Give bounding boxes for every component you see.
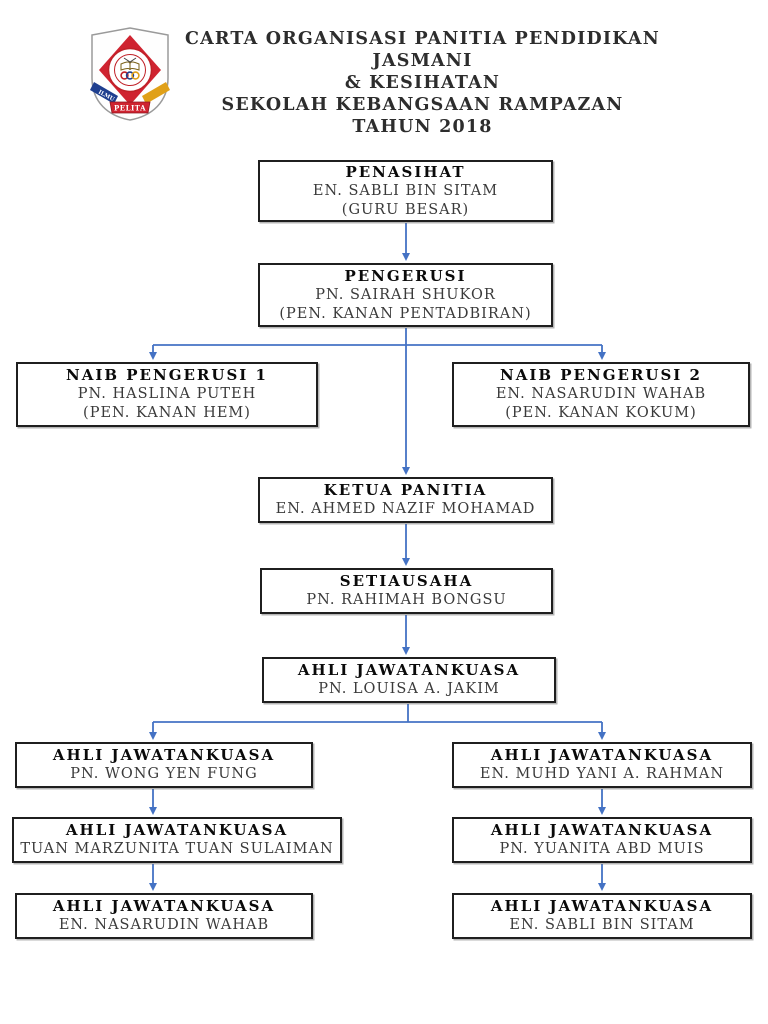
person-name: EN. SABLI BIN SITAM (312, 182, 499, 199)
org-box-ajk-utama: AHLI JAWATANKUASA PN. LOUISA A. JAKIM (262, 657, 556, 703)
role-title: AHLI JAWATANKUASA (490, 746, 714, 764)
org-box-ketua-panitia: KETUA PANITIA EN. AHMED NAZIF MOHAMAD (258, 477, 553, 523)
title-line-4: TAHUN 2018 (352, 117, 493, 137)
title-line-3: SEKOLAH KEBANGSAAN RAMPAZAN (221, 95, 624, 115)
role-title: AHLI JAWATANKUASA (65, 821, 289, 839)
role-title: AHLI JAWATANKUASA (297, 661, 521, 679)
org-box-ajk-left-2: AHLI JAWATANKUASA TUAN MARZUNITA TUAN SU… (12, 817, 342, 863)
person-name: PN. SAIRAH SHUKOR (315, 286, 496, 303)
org-box-setiausaha: SETIAUSAHA PN. RAHIMAH BONGSU (260, 568, 553, 614)
person-name: PN. WONG YEN FUNG (70, 766, 258, 782)
role-title: SETIAUSAHA (339, 572, 474, 590)
open-book-icon (120, 57, 140, 71)
role-title: AHLI JAWATANKUASA (490, 821, 714, 839)
org-box-ajk-right-2: AHLI JAWATANKUASA PN. YUANITA ABD MUIS (452, 817, 752, 863)
olympic-rings-icon (120, 71, 140, 80)
person-position: (PEN. KANAN PENTADBIRAN) (279, 305, 532, 322)
person-name: TUAN MARZUNITA TUAN SULAIMAN (20, 841, 334, 857)
org-box-naib-pengerusi-1: NAIB PENGERUSI 1 PN. HASLINA PUTEH (PEN.… (16, 362, 318, 427)
crest-ribbon-right (142, 82, 170, 104)
title-line-1: CARTA ORGANISASI PANITIA PENDIDIKAN JASM… (185, 29, 660, 71)
role-title: KETUA PANITIA (323, 481, 488, 499)
role-title: NAIB PENGERUSI 2 (500, 366, 702, 384)
role-title: PENGERUSI (344, 266, 467, 285)
school-crest-logo: ILMU PELITA (90, 27, 170, 121)
person-position: (PEN. KANAN KOKUM) (505, 405, 697, 421)
role-title: AHLI JAWATANKUASA (52, 746, 276, 764)
org-box-penasihat: PENASIHAT EN. SABLI BIN SITAM (GURU BESA… (258, 160, 553, 222)
crest-banner-text: PELITA (114, 104, 146, 113)
crest-banner (109, 101, 151, 114)
person-name: EN. AHMED NAZIF MOHAMAD (275, 501, 536, 517)
person-name: EN. SABLI BIN SITAM (509, 917, 695, 933)
crest-ribbon-left (90, 82, 118, 104)
person-name: PN. LOUISA A. JAKIM (318, 681, 500, 697)
person-name: PN. HASLINA PUTEH (77, 386, 257, 402)
role-title: AHLI JAWATANKUASA (52, 897, 276, 915)
person-name: PN. RAHIMAH BONGSU (306, 592, 507, 608)
person-position: (GURU BESAR) (341, 201, 470, 218)
title-line-2: & KESIHATAN (344, 73, 501, 93)
person-name: EN. MUHD YANI A. RAHMAN (479, 766, 725, 782)
role-title: NAIB PENGERUSI 1 (66, 366, 268, 384)
role-title: AHLI JAWATANKUASA (490, 897, 714, 915)
person-position: (PEN. KANAN HEM) (83, 405, 251, 421)
person-name: PN. YUANITA ABD MUIS (499, 841, 705, 857)
org-box-ajk-left-3: AHLI JAWATANKUASA EN. NASARUDIN WAHAB (15, 893, 313, 939)
person-name: EN. NASARUDIN WAHAB (495, 386, 707, 402)
org-box-naib-pengerusi-2: NAIB PENGERUSI 2 EN. NASARUDIN WAHAB (PE… (452, 362, 750, 427)
org-box-ajk-left-1: AHLI JAWATANKUASA PN. WONG YEN FUNG (15, 742, 313, 788)
org-box-pengerusi: PENGERUSI PN. SAIRAH SHUKOR (PEN. KANAN … (258, 263, 553, 327)
org-box-ajk-right-3: AHLI JAWATANKUASA EN. SABLI BIN SITAM (452, 893, 752, 939)
page-title: CARTA ORGANISASI PANITIA PENDIDIKAN JASM… (150, 28, 695, 138)
org-box-ajk-right-1: AHLI JAWATANKUASA EN. MUHD YANI A. RAHMA… (452, 742, 752, 788)
person-name: EN. NASARUDIN WAHAB (58, 917, 270, 933)
role-title: PENASIHAT (345, 162, 466, 181)
